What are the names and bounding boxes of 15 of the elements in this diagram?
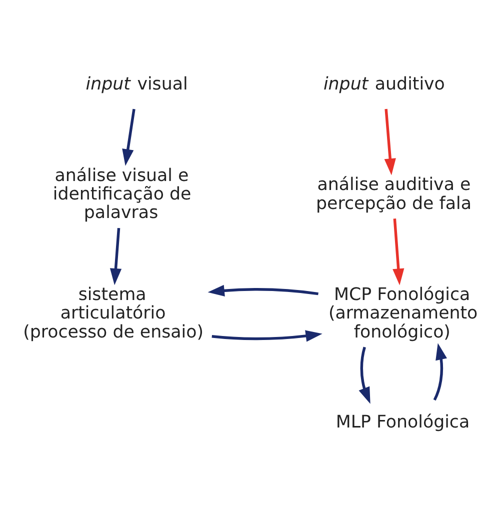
- arrow: [358, 346, 370, 404]
- arrow: [110, 227, 122, 285]
- arrow: [392, 218, 404, 285]
- arrow: [212, 330, 322, 342]
- node-text: análise auditiva e percepção de fala: [316, 174, 472, 214]
- arrow: [433, 342, 447, 400]
- node-text: sistema articulatório (processo de ensaio): [23, 284, 204, 342]
- node-text: input visual: [86, 74, 188, 94]
- node-text: input auditivo: [323, 74, 445, 94]
- arrow: [208, 284, 318, 296]
- node-text: MCP Fonológica (armazenamento fonológico): [328, 284, 478, 342]
- node-text: análise visual e identificação de palavras: [52, 165, 192, 223]
- arrow: [122, 108, 136, 166]
- arrow: [384, 108, 396, 175]
- node-text: MLP Fonológica: [336, 412, 470, 432]
